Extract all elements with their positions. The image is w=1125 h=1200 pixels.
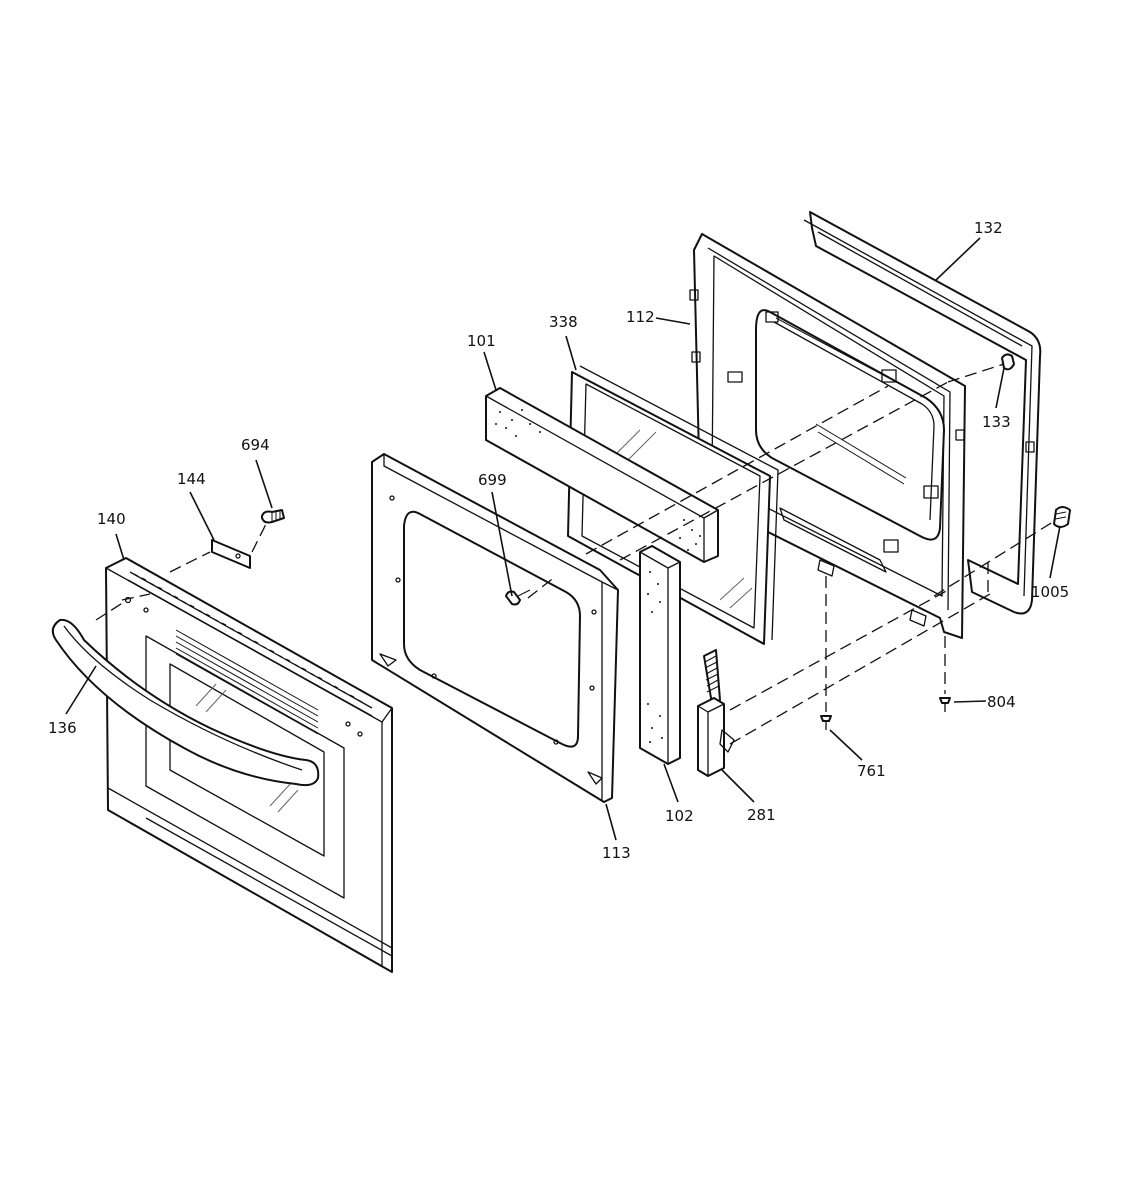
- gasket-frame-132: [803, 211, 1042, 615]
- screw-761: [820, 715, 832, 730]
- bracket-144: [211, 539, 251, 569]
- label-133: 133: [982, 413, 1011, 431]
- assembly-lines: [95, 363, 1057, 745]
- screw-699: [505, 589, 531, 606]
- insulation-101: [485, 387, 719, 563]
- label-102: 102: [665, 807, 694, 825]
- label-113: 113: [602, 844, 631, 862]
- label-101: 101: [467, 332, 496, 350]
- label-132: 132: [974, 219, 1003, 237]
- insulation-102: [639, 545, 681, 765]
- screw-804: [939, 697, 951, 712]
- label-761: 761: [857, 762, 886, 780]
- label-112: 112: [626, 308, 655, 326]
- screw-133: [1001, 353, 1015, 371]
- door-frame-113: [371, 453, 619, 803]
- screw-1005: [1053, 506, 1071, 528]
- label-338: 338: [549, 313, 578, 331]
- part-labels: 132 112 338 101 133 694 144 699 140 1005…: [48, 219, 1069, 862]
- label-1005: 1005: [1031, 583, 1069, 601]
- label-140: 140: [97, 510, 126, 528]
- label-136: 136: [48, 719, 77, 737]
- label-699: 699: [478, 471, 507, 489]
- label-694: 694: [241, 436, 270, 454]
- handle-136: [51, 618, 320, 787]
- hinge-281: [697, 649, 735, 777]
- label-804: 804: [987, 693, 1016, 711]
- label-281: 281: [747, 806, 776, 824]
- inner-door-panel-112: [689, 233, 1035, 639]
- leader-lines: [65, 237, 1061, 841]
- screw-694: [261, 509, 285, 524]
- label-144: 144: [177, 470, 206, 488]
